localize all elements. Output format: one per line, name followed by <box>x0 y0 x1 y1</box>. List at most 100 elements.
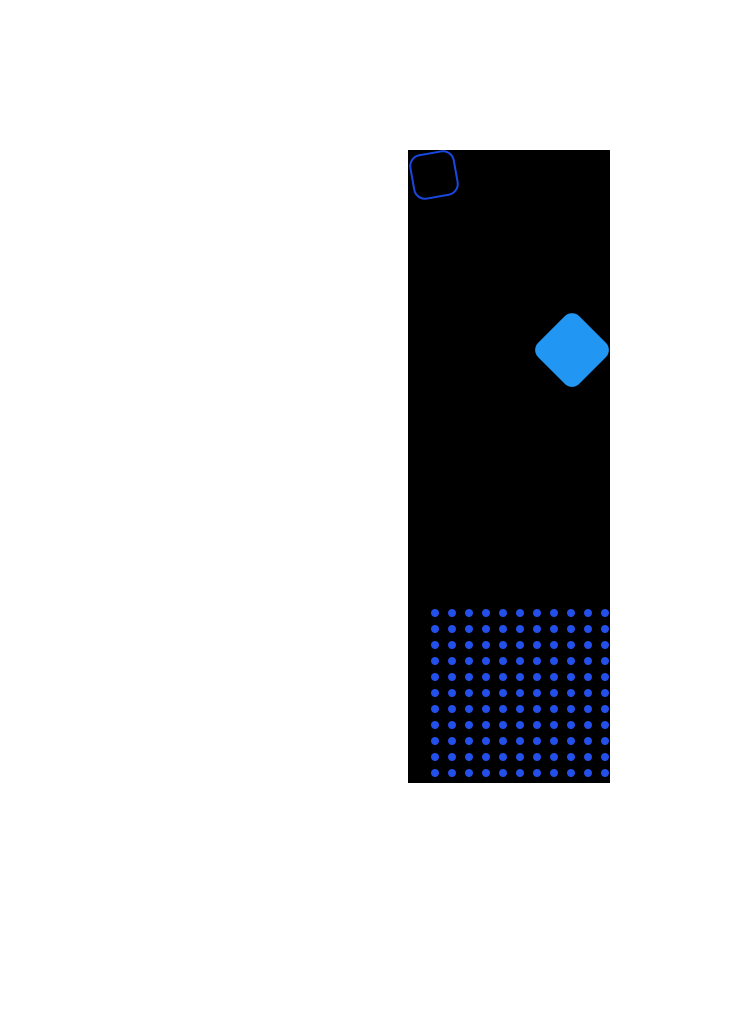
dot <box>584 705 592 713</box>
dot <box>550 673 558 681</box>
dot <box>482 609 490 617</box>
dot <box>499 721 507 729</box>
dot <box>431 609 439 617</box>
dot <box>482 657 490 665</box>
dot <box>601 641 609 649</box>
dot <box>499 641 507 649</box>
dot <box>448 609 456 617</box>
dot <box>465 625 473 633</box>
dot <box>516 673 524 681</box>
dot <box>499 737 507 745</box>
dot <box>499 609 507 617</box>
dot <box>584 689 592 697</box>
dot <box>533 753 541 761</box>
dot <box>516 737 524 745</box>
dot <box>533 609 541 617</box>
dot <box>567 673 575 681</box>
dot <box>550 609 558 617</box>
dot <box>482 737 490 745</box>
dot <box>482 705 490 713</box>
dot <box>448 737 456 745</box>
dot <box>550 705 558 713</box>
dot <box>584 721 592 729</box>
dot <box>465 753 473 761</box>
dot <box>533 673 541 681</box>
dot <box>567 769 575 777</box>
dot <box>499 705 507 713</box>
dot <box>533 705 541 713</box>
dot <box>550 657 558 665</box>
dot <box>465 737 473 745</box>
dot <box>482 689 490 697</box>
dot <box>567 721 575 729</box>
dot <box>431 689 439 697</box>
dot <box>533 641 541 649</box>
dot <box>516 625 524 633</box>
dot <box>482 673 490 681</box>
solid-square-shape <box>530 308 610 392</box>
dot <box>431 769 439 777</box>
dot <box>550 721 558 729</box>
dot <box>431 753 439 761</box>
dot <box>533 689 541 697</box>
dot <box>465 769 473 777</box>
dot <box>601 769 609 777</box>
dot <box>431 641 439 649</box>
dot <box>533 737 541 745</box>
dot <box>465 673 473 681</box>
dot <box>550 689 558 697</box>
dot <box>499 657 507 665</box>
dot <box>533 721 541 729</box>
outline-square-shape <box>408 150 461 202</box>
dot <box>584 641 592 649</box>
dot <box>516 705 524 713</box>
dot <box>448 673 456 681</box>
dot <box>465 689 473 697</box>
dot <box>482 721 490 729</box>
dot <box>567 689 575 697</box>
dot <box>601 673 609 681</box>
dot <box>601 689 609 697</box>
dot <box>431 737 439 745</box>
dot <box>465 641 473 649</box>
dot <box>465 657 473 665</box>
dot <box>584 625 592 633</box>
dot <box>516 657 524 665</box>
dot <box>567 657 575 665</box>
dot <box>550 625 558 633</box>
dot <box>516 609 524 617</box>
dot <box>431 721 439 729</box>
dot <box>550 769 558 777</box>
dot <box>499 625 507 633</box>
dot <box>567 737 575 745</box>
dot <box>584 657 592 665</box>
dot <box>431 657 439 665</box>
dot <box>550 737 558 745</box>
dot <box>601 753 609 761</box>
dot <box>584 753 592 761</box>
dot <box>448 753 456 761</box>
dot <box>465 609 473 617</box>
dot <box>567 609 575 617</box>
dot <box>550 753 558 761</box>
dot <box>516 721 524 729</box>
dot <box>601 625 609 633</box>
dot <box>567 705 575 713</box>
dot <box>516 769 524 777</box>
dot <box>448 657 456 665</box>
dot <box>499 673 507 681</box>
dot <box>601 657 609 665</box>
dot <box>533 625 541 633</box>
dot-grid <box>431 609 609 777</box>
dot <box>601 609 609 617</box>
dot <box>499 769 507 777</box>
dot <box>448 705 456 713</box>
decorative-panel <box>408 150 610 783</box>
dot <box>601 705 609 713</box>
dot <box>584 673 592 681</box>
dot <box>482 753 490 761</box>
dot <box>533 769 541 777</box>
dot <box>584 609 592 617</box>
dot <box>465 721 473 729</box>
dot <box>567 753 575 761</box>
